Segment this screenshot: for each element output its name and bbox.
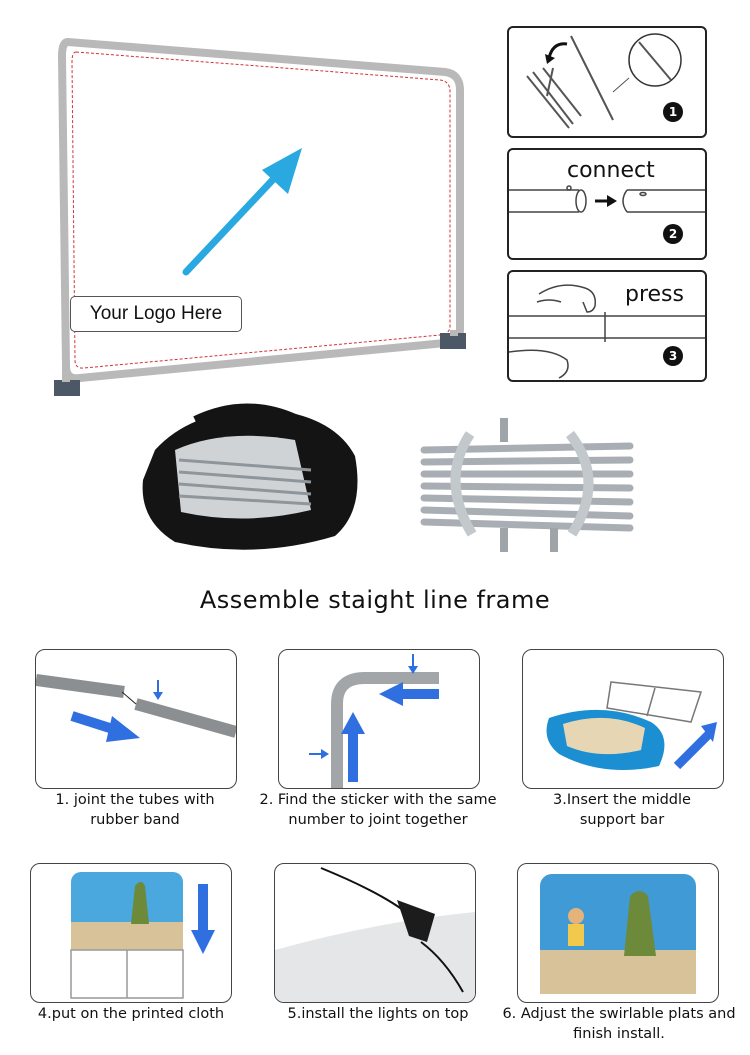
caption-line: support bar [579,812,665,828]
install-caption-4: 4.put on the printed cloth [18,1004,244,1024]
install-panel-2 [278,649,480,789]
install-caption-6: 6. Adjust the swirlable plats and finish… [488,1004,750,1044]
logo-placeholder: Your Logo Here [70,296,242,332]
carry-bag-illustration [142,403,358,550]
joint-tubes-illustration [36,674,236,742]
step-number-badge: 3 [663,346,683,366]
setup-step-2: connect 2 [507,148,707,260]
install-lights-illustration [275,867,475,1002]
caption-line: 3.Insert the middle [553,792,691,808]
install-panel-3 [522,649,724,789]
printed-cloth-illustration [70,872,215,999]
install-panel-6 [517,863,719,1003]
corner-joint-illustration [309,654,439,788]
install-caption-3: 3.Insert the middle support bar [506,790,738,830]
caption-line: 6. Adjust the swirlable plats and [502,1006,736,1022]
install-panel-5 [274,863,476,1003]
press-button-icon [509,284,705,379]
caption-line: 4.put on the printed cloth [37,1006,225,1022]
step-number-badge: 2 [663,224,683,244]
caption-line: finish install. [573,1026,665,1042]
install-panel-4 [30,863,232,1003]
caption-line: 1. joint the tubes with [55,792,215,808]
caption-line: 2. Find the sticker with the same [259,792,497,808]
step-label-press: press [625,282,684,307]
step-number-badge: 1 [663,102,683,122]
banner-frame-illustration [54,37,466,396]
install-caption-1: 1. joint the tubes with rubber band [20,790,250,830]
connect-tubes-icon [509,185,705,213]
section-heading: Assemble staight line frame [199,586,551,614]
caption-line: 5.install the lights on top [287,1006,469,1022]
setup-step-1: 1 [507,26,707,138]
finished-frame-illustration [540,874,696,994]
middle-support-bar-illustration [546,681,717,770]
folded-poles-icon [526,33,682,129]
step-label-connect: connect [567,158,655,183]
install-panel-1 [35,649,237,789]
install-caption-5: 5.install the lights on top [266,1004,490,1024]
install-caption-2: 2. Find the sticker with the same number… [245,790,511,830]
setup-step-3: press 3 [507,270,707,382]
caption-line: number to joint together [288,812,468,828]
folded-frame-illustration [420,418,634,552]
caption-line: rubber band [90,812,180,828]
